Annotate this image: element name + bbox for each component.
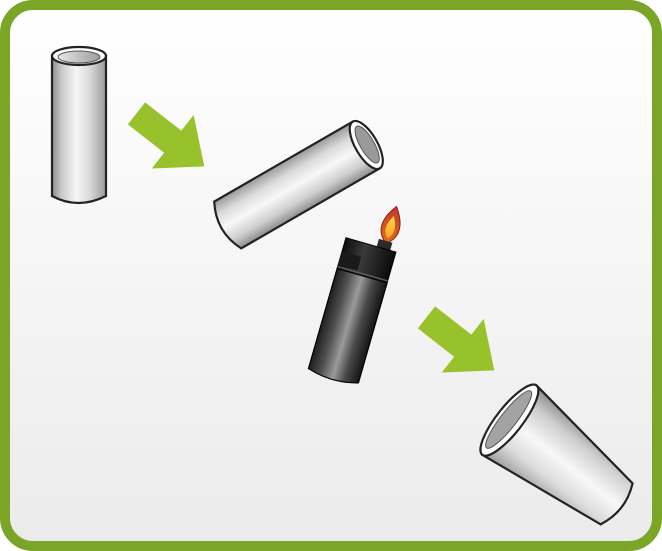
straight-tube-icon <box>50 45 108 205</box>
flared-tube-icon <box>479 383 634 526</box>
arrow-2-icon <box>417 306 495 373</box>
tilted-tube-icon <box>213 119 384 250</box>
arrow-1-icon <box>127 102 205 169</box>
lighter-icon <box>307 205 401 384</box>
